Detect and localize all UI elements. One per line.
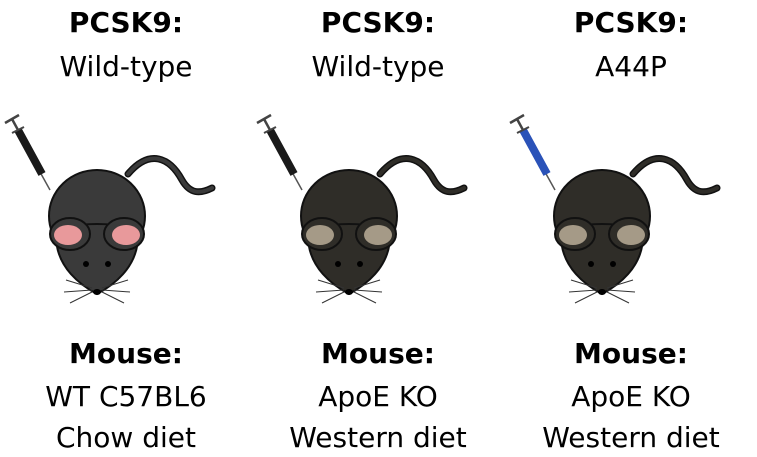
left-ear-inner [54,225,82,245]
panel-apoe-western-a44p: PCSK9: A44P Mouse: ApoE KO Western diet [505,0,757,457]
syringe-barrel [270,130,294,174]
whisker [354,290,382,292]
nose [93,289,101,295]
tail-fill [380,159,464,192]
syringe-needle [40,172,50,190]
mouse-strain: ApoE KO [252,380,504,414]
whisker [607,290,635,292]
whisker [322,292,344,303]
whisker [607,292,629,303]
pcsk9-variant: A44P [505,50,757,84]
pcsk9-variant: Wild-type [252,50,504,84]
syringe-plunger-cap [5,115,19,123]
whisker [316,290,344,292]
left-eye [335,261,341,267]
syringe-needle [292,172,302,190]
right-ear-inner [617,225,645,245]
syringe-plunger [12,119,18,130]
left-eye [588,261,594,267]
panel-wt-chow: PCSK9: Wild-type Mouse: WT C57BL6 Chow d… [0,0,252,457]
syringe-barrel [18,130,42,174]
whisker [102,290,130,292]
mouse-diet: Western diet [505,421,757,455]
pcsk9-label: PCSK9: [505,6,757,40]
syringe-plunger-cap [510,115,524,123]
whisker [569,290,597,292]
nose [345,289,353,295]
mouse-strain: ApoE KO [505,380,757,414]
panel-apoe-western-wt: PCSK9: Wild-type Mouse: ApoE KO Western … [252,0,504,457]
mouse-diet: Chow diet [0,421,252,455]
right-ear-inner [112,225,140,245]
pcsk9-label: PCSK9: [252,6,504,40]
mouse-strain: WT C57BL6 [0,380,252,414]
tail-fill [128,159,212,192]
pcsk9-variant: Wild-type [0,50,252,84]
right-eye [357,261,363,267]
right-eye [105,261,111,267]
dark-mouse-with-syringe-icon [252,108,504,308]
whisker [102,292,124,303]
left-eye [83,261,89,267]
tail-fill [633,159,717,192]
right-eye [610,261,616,267]
syringe-plunger-cap [257,115,271,123]
mouse-label: Mouse: [252,337,504,371]
syringe-plunger [264,119,270,130]
dark-mouse-with-blue-syringe-icon [505,108,757,308]
left-ear-inner [559,225,587,245]
mouse-label: Mouse: [505,337,757,371]
whisker [354,292,376,303]
syringe-plunger [517,119,523,130]
mouse-diet: Western diet [252,421,504,455]
mouse-label: Mouse: [0,337,252,371]
left-ear-inner [306,225,334,245]
syringe-barrel [523,130,547,174]
whisker [575,292,597,303]
syringe-needle [545,172,555,190]
right-ear-inner [364,225,392,245]
pcsk9-label: PCSK9: [0,6,252,40]
whisker [70,292,92,303]
nose [598,289,606,295]
black-mouse-with-syringe-icon [0,108,252,308]
whisker [64,290,92,292]
